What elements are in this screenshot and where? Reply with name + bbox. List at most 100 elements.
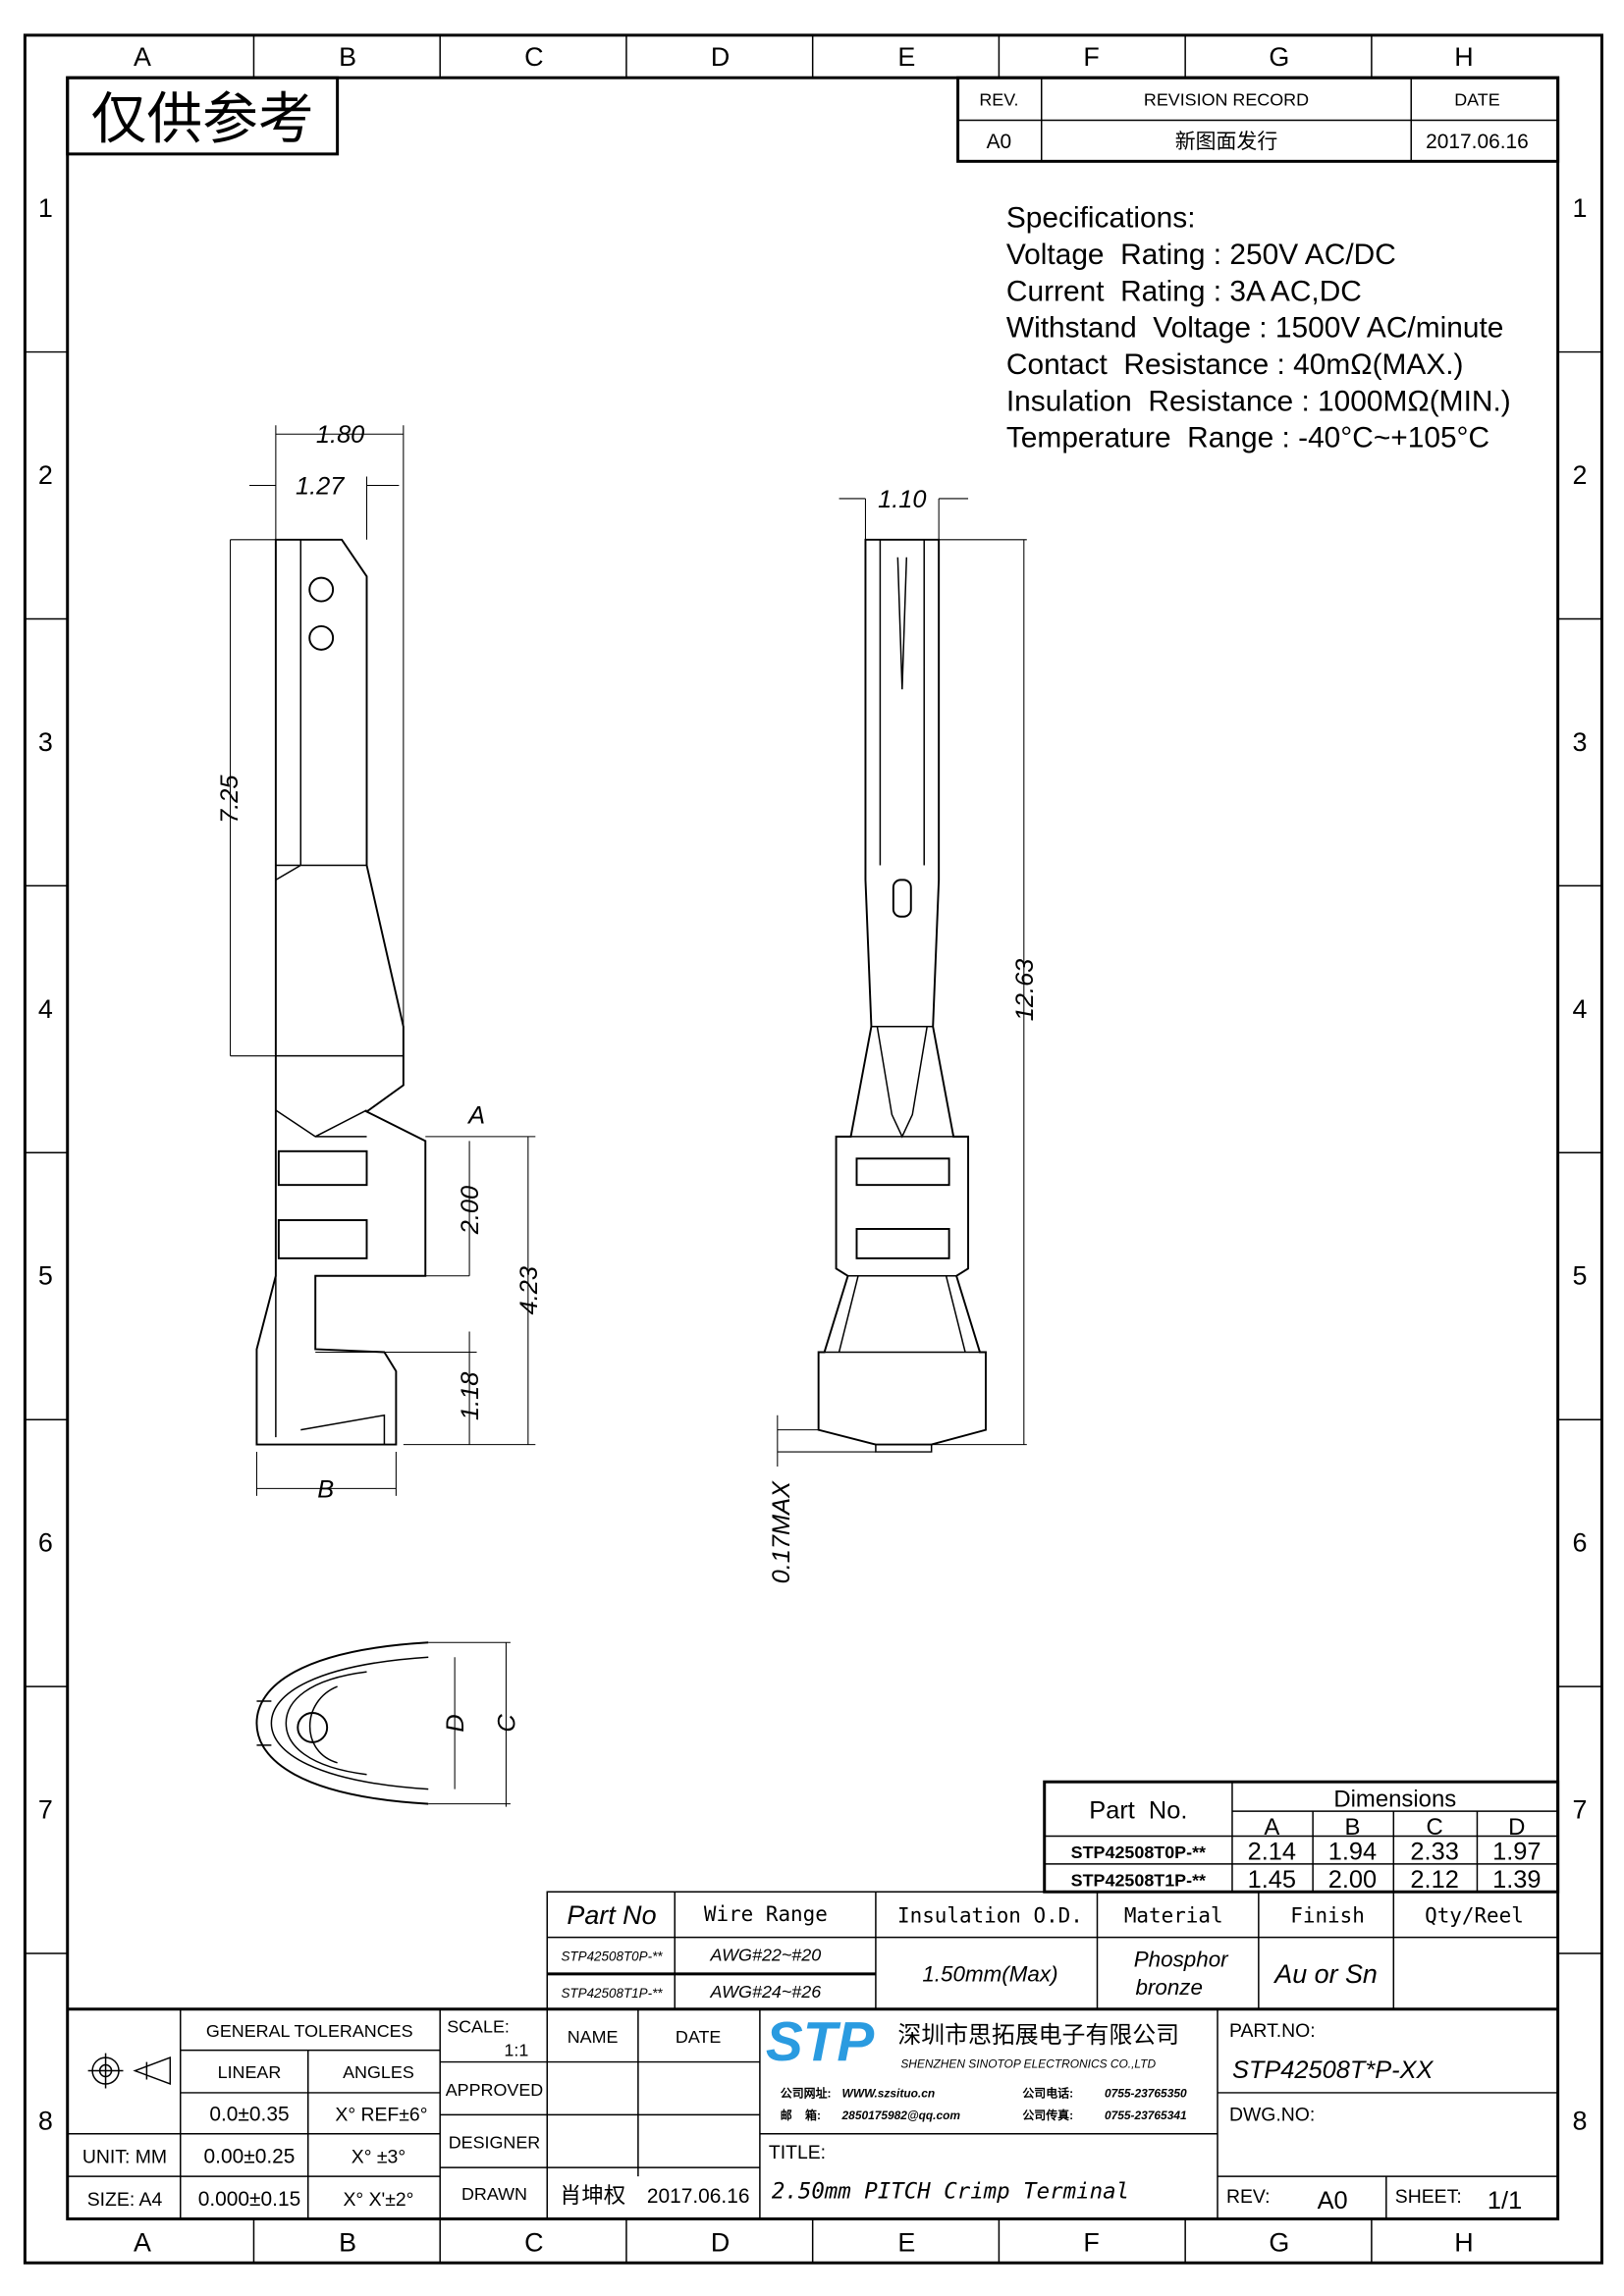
name-header: NAME [568, 2027, 619, 2047]
date-header: DATE [676, 2027, 721, 2047]
terminal-bottom-view [255, 1641, 429, 1805]
column-label: D [711, 2227, 730, 2257]
column-label: C [524, 2227, 543, 2257]
row-label: 2 [38, 460, 53, 490]
material-line: bronze [1135, 1975, 1203, 2000]
dim-table-group-header: Dimensions [1333, 1787, 1456, 1813]
projection-symbol-icon [87, 2053, 172, 2089]
tolerance-angle: X° ±3° [352, 2147, 406, 2168]
column-label: F [1083, 42, 1099, 72]
dim-col-header: C [1426, 1814, 1442, 1841]
dim-1-80: 1.80 [316, 421, 364, 449]
rev-label: REV: [1226, 2186, 1271, 2208]
angles-label: ANGLES [343, 2062, 414, 2082]
date-header: DATE [1454, 90, 1499, 110]
row-label: 2 [1573, 460, 1588, 490]
dim-cell: 2.33 [1410, 1838, 1458, 1865]
wire-table: Part No Wire Range Insulation O.D. Mater… [546, 1891, 1559, 2010]
company-email[interactable]: 2850175982@qq.com [841, 2109, 961, 2122]
stp-logo-mark: STP [766, 2011, 875, 2073]
row-label: 1 [1573, 193, 1588, 223]
title-label: TITLE: [769, 2142, 826, 2163]
finish: Au or Sn [1272, 1959, 1378, 1989]
spec-line: Contact Resistance : 40mΩ(MAX.) [1006, 348, 1464, 381]
drawn-date: 2017.06.16 [647, 2185, 750, 2208]
row-label: 7 [38, 1795, 53, 1825]
spec-line: Withstand Voltage : 1500V AC/minute [1006, 312, 1504, 345]
tel-label: 公司电话: [1022, 2085, 1073, 2100]
dim-7-25: 7.25 [216, 774, 244, 824]
dim-1-18: 1.18 [457, 1372, 484, 1420]
dim-d: D [442, 1714, 469, 1732]
part-no: STP42508T*P-XX [1232, 2056, 1435, 2084]
dim-table-part-header: Part No. [1089, 1797, 1187, 1825]
drawn-name: 肖坤权 [560, 2183, 625, 2208]
unit-label: UNIT: MM [82, 2147, 167, 2168]
company-name-cn: 深圳市思拓展电子有限公司 [897, 2022, 1179, 2049]
company-fax: 0755-23765341 [1105, 2109, 1187, 2122]
dim-row-part: STP42508T1P-** [1071, 1870, 1206, 1890]
company-logo: STP 深圳市思拓展电子有限公司 SHENZHEN SINOTOP ELECTR… [766, 2011, 1187, 2122]
dim-col-header: A [1264, 1814, 1279, 1841]
company-tel: 0755-23765350 [1105, 2086, 1187, 2100]
rev-value: A0 [987, 131, 1012, 153]
row-label: 8 [38, 2106, 53, 2135]
drawing-title: 2.50mm PITCH Crimp Terminal [772, 2179, 1129, 2205]
row-label: 4 [38, 994, 53, 1024]
tolerance-linear: 0.00±0.25 [204, 2146, 296, 2168]
insulation-od: 1.50mm(Max) [922, 1961, 1057, 1986]
wire-header: Finish [1290, 1904, 1365, 1928]
column-label: G [1269, 42, 1289, 72]
drawn-label: DRAWN [461, 2184, 527, 2204]
dim-4-23: 4.23 [515, 1266, 543, 1314]
dim-2-00: 2.00 [457, 1186, 484, 1235]
company-website[interactable]: WWW.szsituo.cn [842, 2086, 936, 2100]
tolerance-linear: 0.000±0.15 [198, 2188, 300, 2211]
column-label: D [711, 42, 730, 72]
specifications: Specifications: Voltage Rating : 250V AC… [1006, 202, 1511, 454]
wire-header: Qty/Reel [1425, 1904, 1524, 1928]
wire-header: Material [1124, 1904, 1223, 1928]
scale-label: SCALE: [447, 2017, 510, 2037]
scale-value: 1:1 [504, 2041, 528, 2060]
title-block: GENERAL TOLERANCES LINEAR ANGLES 0.0±0.3… [67, 2007, 1558, 2219]
stamp-box [66, 76, 340, 156]
spec-line: Current Rating : 3A AC,DC [1006, 275, 1362, 307]
tolerance-angle: X° X'±2° [343, 2189, 413, 2211]
wire-row-range: AWG#24~#26 [710, 1982, 822, 2002]
dim-12-63: 12.63 [1011, 959, 1039, 1021]
column-label: E [897, 42, 915, 72]
row-label: 7 [1573, 1795, 1588, 1825]
dim-cell: 2.00 [1328, 1866, 1377, 1894]
dim-c: C [493, 1714, 520, 1733]
part-no-label: PART.NO: [1229, 2020, 1316, 2042]
dim-cell: 2.12 [1410, 1866, 1458, 1894]
row-label: 6 [1573, 1528, 1588, 1558]
revision-date: 2017.06.16 [1426, 131, 1529, 153]
column-label: F [1083, 2227, 1099, 2257]
material-line: Phosphor [1134, 1947, 1229, 1971]
specifications-title: Specifications: [1006, 202, 1196, 235]
dim-cell: 1.97 [1492, 1838, 1541, 1865]
company-name-en: SHENZHEN SINOTOP ELECTRONICS CO.,LTD [900, 2057, 1156, 2071]
column-label: H [1454, 42, 1473, 72]
dimension-table: Part No. Dimensions A B C D STP42508T0P-… [1043, 1780, 1560, 1894]
tolerance-linear: 0.0±0.35 [209, 2103, 289, 2125]
terminal-front-view [817, 538, 987, 1453]
wire-row-part: STP42508T0P-** [561, 1949, 663, 1963]
dim-cell: 1.45 [1248, 1866, 1296, 1894]
revision-record-value: 新图面发行 [1175, 131, 1278, 153]
row-label: 4 [1573, 994, 1588, 1024]
dim-1-27: 1.27 [296, 472, 345, 500]
revision-record-header: REVISION RECORD [1144, 90, 1309, 110]
dim-cell: 1.94 [1328, 1838, 1377, 1865]
dim-row-part: STP42508T0P-** [1071, 1842, 1206, 1862]
wire-header: Insulation O.D. [897, 1904, 1083, 1928]
mail-label: 邮 箱: [781, 2108, 821, 2122]
wire-header: Part No [567, 1900, 656, 1930]
row-label: 5 [1573, 1261, 1588, 1291]
dim-cell: 2.14 [1248, 1838, 1296, 1865]
row-label: 3 [38, 727, 53, 757]
terminal-side-view [255, 538, 427, 1446]
